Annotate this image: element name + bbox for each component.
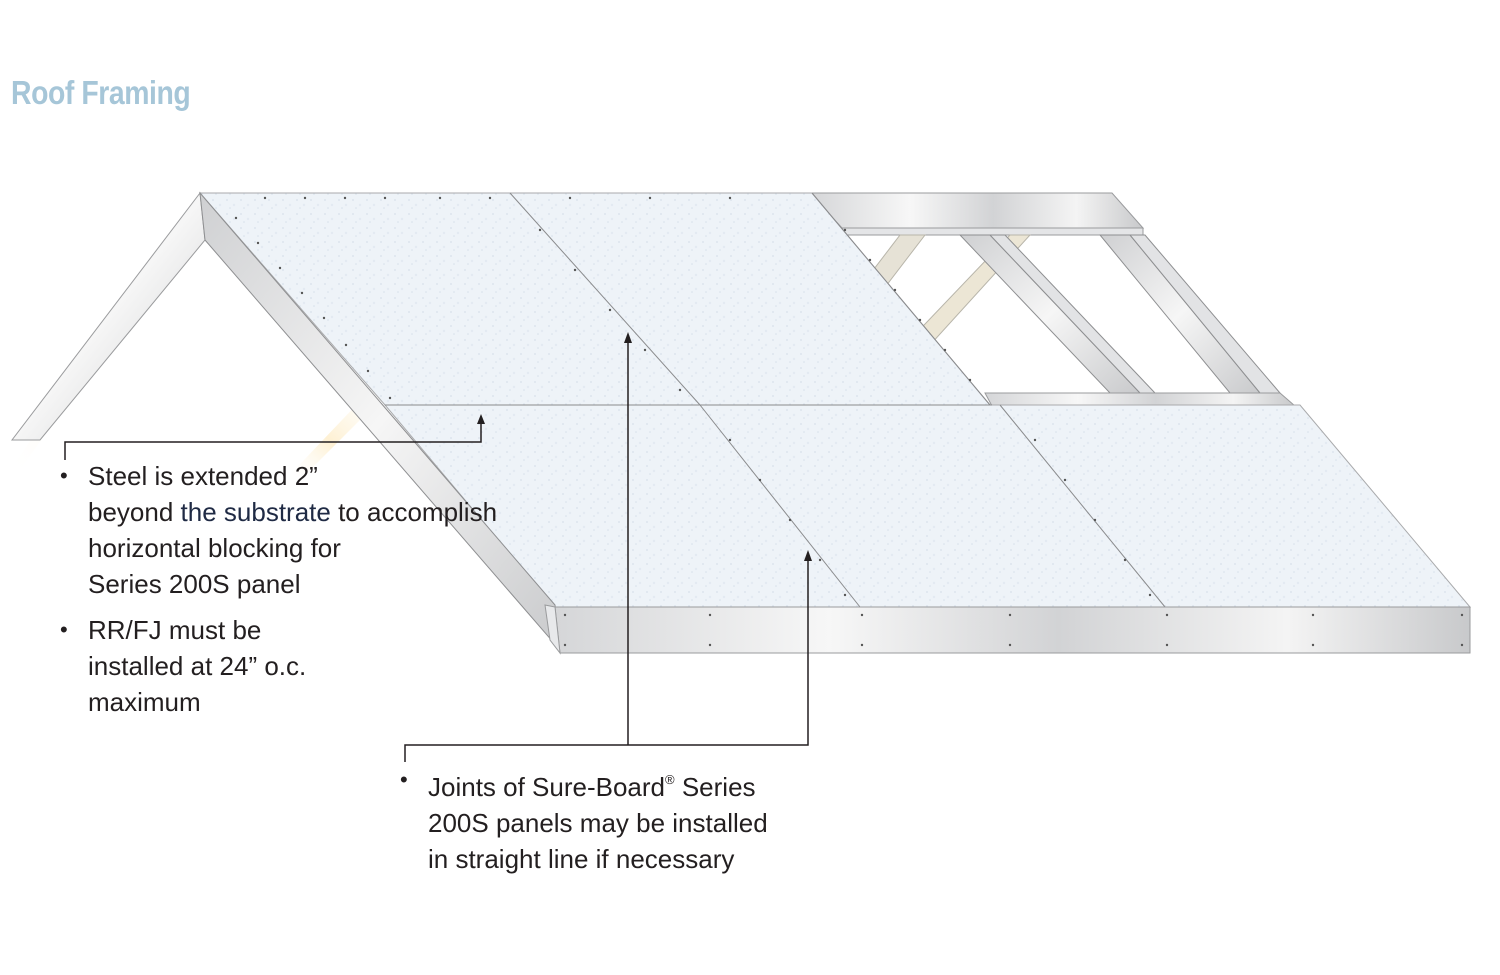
gable-rafter-left xyxy=(10,191,206,441)
callout-item-rr-fj: RR/FJ must be installed at 24” o.c. maxi… xyxy=(60,612,580,720)
callout-item-joints: Joints of Sure-Board® Series 200S panels… xyxy=(400,762,860,877)
fascia-steel-edge xyxy=(544,604,1471,655)
sureboard-panels-upper xyxy=(198,192,992,406)
leader-lines xyxy=(64,340,809,762)
arrowheads xyxy=(477,332,812,561)
callout-bottom: Joints of Sure-Board® Series 200S panels… xyxy=(400,762,860,877)
callout-left: Steel is extended 2” beyond the substrat… xyxy=(60,458,580,720)
page-title: Roof Framing xyxy=(11,74,191,111)
leader-joints xyxy=(404,558,809,762)
leader-steel-extended xyxy=(64,422,482,460)
callout-item-steel-extended: Steel is extended 2” beyond the substrat… xyxy=(60,458,580,602)
